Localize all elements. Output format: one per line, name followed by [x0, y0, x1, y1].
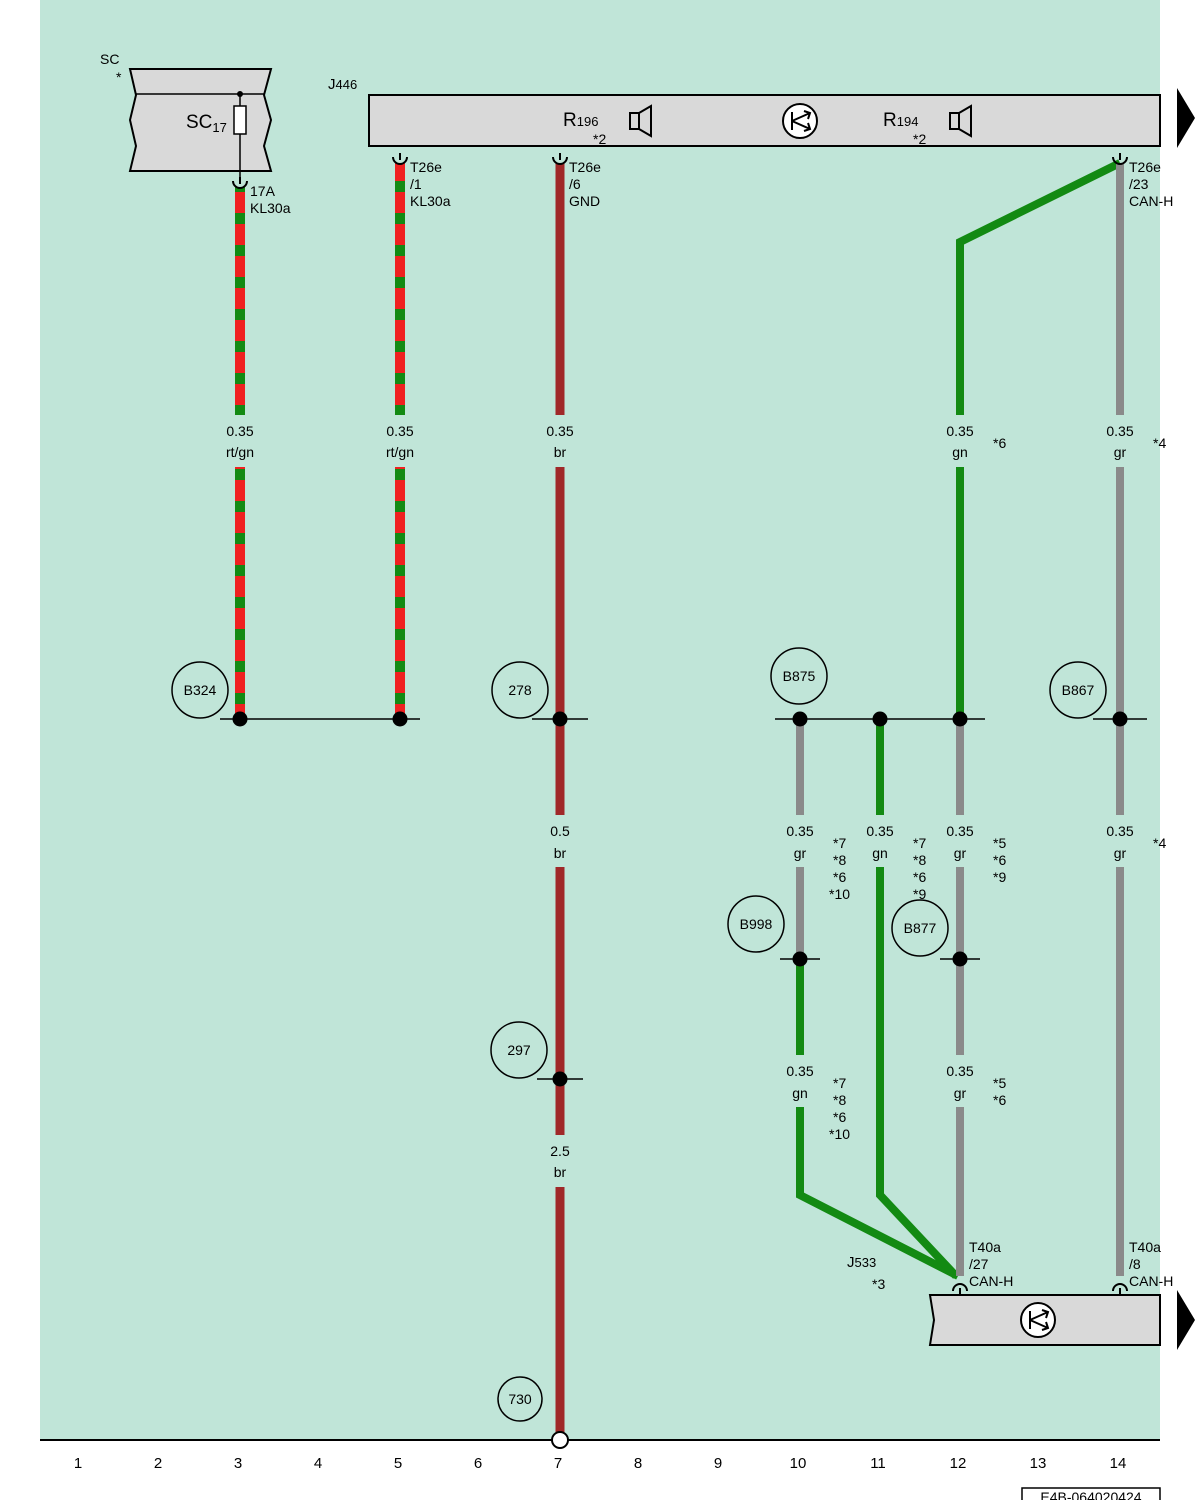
control-unit-j446[interactable]	[368, 94, 1161, 147]
wire-col11-gn-bottom	[876, 867, 959, 1279]
grid-number: 14	[1110, 1455, 1127, 1472]
grid-number: 10	[790, 1455, 807, 1472]
grid-number: 5	[394, 1455, 402, 1472]
control-unit-j533-note: *3	[872, 1276, 885, 1292]
diagram-background	[40, 0, 1160, 1440]
splice-b324[interactable]: B324	[171, 661, 229, 719]
grid-number: 9	[714, 1455, 722, 1472]
splice-dot	[392, 711, 408, 727]
ground-point-297[interactable]: 297	[490, 1021, 548, 1079]
footnote-marker: *5*6	[993, 1075, 1006, 1108]
footnote-marker: *5*6*9	[993, 835, 1006, 885]
grid-number: 7	[554, 1455, 562, 1472]
svg-text:B877: B877	[904, 920, 937, 936]
splice-dot	[552, 711, 568, 727]
diagram-id: E4B-064020424	[1040, 1489, 1141, 1500]
grid-number: 1	[74, 1455, 82, 1472]
wire-col3-rtgn-bottom	[235, 467, 245, 719]
splice-b877[interactable]: B877	[891, 899, 949, 957]
footnote-marker: *7*8*6*10	[829, 835, 850, 902]
wire-col5-rtgn-bottom	[395, 467, 405, 719]
grid-number: 11	[870, 1455, 886, 1472]
fuse-holder-star: *	[116, 69, 122, 85]
continuation-arrow-bottom	[1177, 1290, 1195, 1350]
wire-col3-rtgn-top	[235, 187, 245, 415]
splice-dot	[792, 951, 808, 967]
grid-number: 12	[950, 1455, 967, 1472]
splice-dot	[872, 711, 888, 727]
grid-number: 3	[234, 1455, 242, 1472]
control-unit-j533-label: J533	[847, 1254, 876, 1271]
footnote-marker: *7*8*6*10	[829, 1075, 850, 1142]
splice-dot	[792, 711, 808, 727]
grid-number: 4	[314, 1455, 322, 1472]
speaker-r194-note: *2	[913, 131, 926, 147]
can-bus-icon	[782, 103, 818, 139]
wire-col5-rtgn-top	[395, 163, 405, 415]
svg-text:B998: B998	[740, 916, 773, 932]
splice-b875[interactable]: B875	[770, 647, 828, 705]
control-unit-j446-label: J446	[328, 76, 357, 93]
fuse-sc17-label: SC17	[186, 112, 227, 135]
splice-b867[interactable]: B867	[1049, 661, 1107, 719]
footnote-marker: *7*8*6*9	[913, 835, 926, 902]
ground-terminal[interactable]	[551, 1431, 569, 1449]
footnote-marker: *6	[993, 435, 1006, 451]
fuse-holder-label: SC	[100, 51, 119, 67]
svg-text:730: 730	[508, 1391, 532, 1407]
grid-number: 13	[1030, 1455, 1047, 1472]
speaker-r194-label: R194	[883, 110, 918, 131]
grid-number: 2	[154, 1455, 162, 1472]
svg-text:278: 278	[508, 682, 532, 698]
ground-point-730[interactable]: 730	[497, 1376, 543, 1422]
splice-dot	[232, 711, 248, 727]
svg-text:B324: B324	[184, 682, 217, 698]
splice-dot	[952, 711, 968, 727]
splice-dot	[552, 1071, 568, 1087]
grid-number: 8	[634, 1455, 642, 1472]
wire-col12-gn-top	[956, 159, 1122, 415]
continuation-arrow-top	[1177, 88, 1195, 148]
fuse-icon	[233, 105, 247, 135]
diagram-id-box	[1021, 1487, 1161, 1500]
grid-number: 6	[474, 1455, 482, 1472]
footnote-marker: *4	[1153, 835, 1166, 851]
ground-point-278[interactable]: 278	[491, 661, 549, 719]
svg-text:297: 297	[507, 1042, 531, 1058]
speaker-r196-label: R196	[563, 110, 598, 131]
wire-col10-gn-bottom	[796, 1107, 960, 1280]
splice-dot	[1112, 711, 1128, 727]
splice-b998[interactable]: B998	[727, 895, 785, 953]
footnote-marker: *4	[1153, 435, 1166, 451]
speaker-r196-note: *2	[593, 131, 606, 147]
can-bus-icon	[1020, 1302, 1056, 1338]
splice-dot	[952, 951, 968, 967]
fuse-holder-sc[interactable]	[128, 68, 273, 180]
svg-text:B867: B867	[1062, 682, 1095, 698]
svg-text:B875: B875	[783, 668, 816, 684]
